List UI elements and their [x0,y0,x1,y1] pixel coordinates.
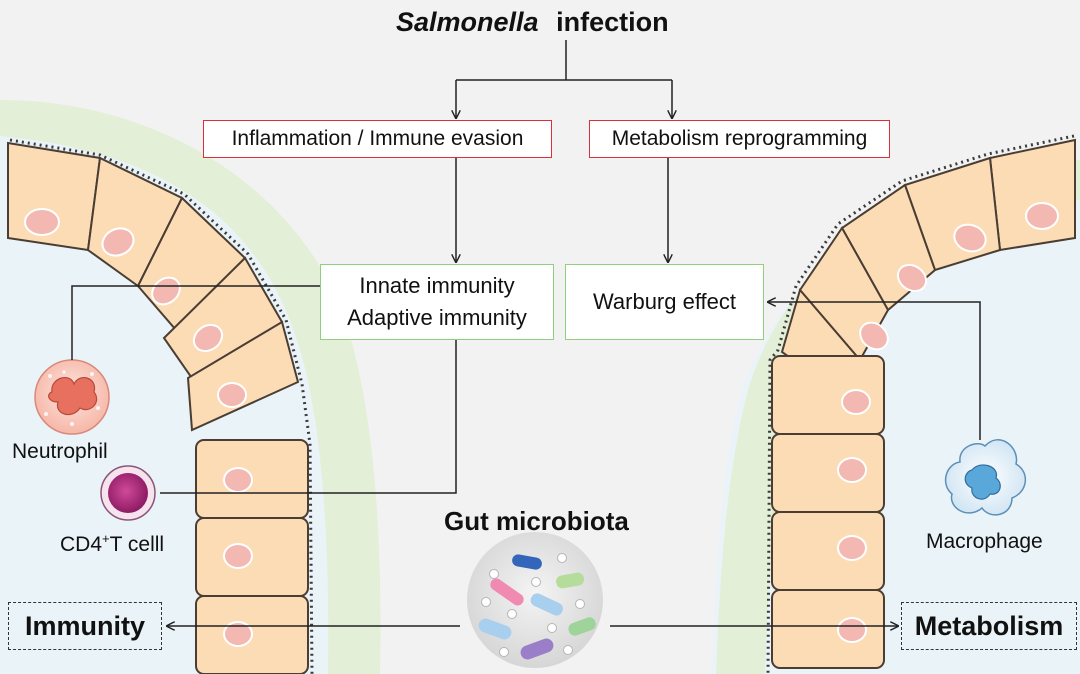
neutrophil-label: Neutrophil [12,440,108,463]
metabolism-outcome-box: Metabolism [901,602,1077,650]
gut-microbiota-cluster [467,532,603,668]
arrow-infection-split [456,40,672,81]
gut-microbiota-label: Gut microbiota [444,506,629,536]
warburg-effect-box: Warburg effect [565,264,764,340]
arrow-cd4-to-adaptive [160,330,456,494]
immunity-outcome-label: Immunity [24,610,145,641]
cd4-t-cell [100,465,156,521]
arrow-neutrophil-to-innate [71,286,362,360]
epithelium-right-nuclei [837,202,1059,643]
metabolism-reprogramming-box: Metabolism reprogramming [589,120,890,158]
adaptive-immunity-label: Adaptive immunity [347,305,527,330]
warburg-effect-label: Warburg effect [592,289,737,314]
cd4-prefix: CD4 [60,533,103,556]
innate-immunity-label: Innate immunity [359,273,515,299]
arrow-macrophage-to-warburg [768,302,981,440]
macrophage-label: Macrophage [926,530,1043,553]
metabolism-reprogramming-label: Metabolism reprogramming [611,127,868,150]
title-organism: Salmonella [396,7,539,37]
diagram-title: Salmonella infection [396,9,669,36]
immunity-outcome-box: Immunity [8,602,162,650]
cd4-t-cell-label: CD4+T celll [60,532,164,555]
metabolism-outcome-label: Metabolism [914,610,1064,641]
immunity-response-box: Innate immunity Adaptive immunity [320,264,554,340]
inflammation-box: Inflammation / Immune evasion [203,120,552,158]
microvilli-right [766,134,1075,674]
title-rest: infection [556,7,669,37]
macrophage-cell [944,439,1026,516]
neutrophil-cell [34,359,110,435]
cd4-suffix: T celll [109,533,165,556]
inflammation-label: Inflammation / Immune evasion [231,127,524,150]
connector-lines [71,40,981,626]
epithelium-left-nuclei [24,208,253,647]
cd4-superscript: + [102,531,110,546]
